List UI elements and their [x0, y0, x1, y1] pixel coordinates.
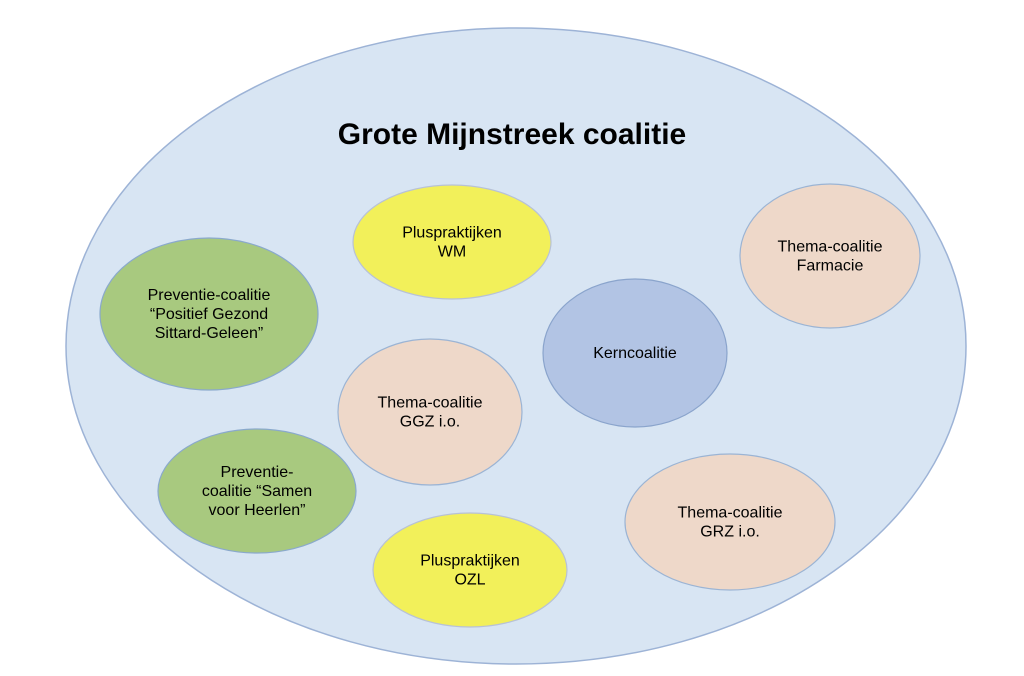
bubble-label-thema-ggz-line-0: Thema-coalitie: [378, 395, 483, 412]
bubble-ellipse-kerncoalitie: [542, 278, 728, 428]
bubble-ellipse-pluspraktijken-ozl: [372, 512, 568, 628]
bubble-label-thema-farmacie-line-0: Thema-coalitie: [778, 239, 883, 256]
bubble-label-preventie-heerlen-line-1: coalitie “Samen: [202, 483, 312, 500]
bubble-label-preventie-sittard-line-1: “Positief Gezond: [150, 306, 268, 323]
bubble-label-thema-farmacie-line-1: Farmacie: [797, 258, 864, 275]
bubble-label-preventie-heerlen-line-2: voor Heerlen”: [209, 502, 306, 519]
bubble-label-thema-grz-line-0: Thema-coalitie: [678, 505, 783, 522]
bubble-kerncoalitie: Kerncoalitie: [542, 278, 728, 428]
bubble-preventie-sittard: Preventie-coalitie “Positief GezondSittar…: [99, 237, 319, 391]
bubble-label-preventie-sittard-line-0: Preventie-coalitie: [148, 287, 271, 304]
bubble-ellipse-thema-grz: [624, 453, 836, 591]
bubble-label-pluspraktijken-wm-line-0: Pluspraktijken: [402, 225, 502, 242]
bubble-ellipse-pluspraktijken-wm: [352, 184, 552, 300]
bubble-label-kerncoalitie-line-0: Kerncoalitie: [593, 345, 677, 362]
bubble-label-thema-grz-line-1: GRZ i.o.: [700, 524, 760, 541]
bubble-label-pluspraktijken-wm-line-1: WM: [438, 244, 466, 261]
bubble-ellipse-thema-farmacie: [739, 183, 921, 329]
bubble-ellipse-preventie-heerlen: [157, 428, 357, 554]
bubble-label-thema-ggz-line-1: GGZ i.o.: [400, 414, 460, 431]
bubble-ellipse-thema-ggz: [337, 338, 523, 486]
bubble-label-pluspraktijken-ozl-line-0: Pluspraktijken: [420, 553, 520, 570]
bubble-label-preventie-sittard-line-2: Sittard-Geleen”: [155, 325, 264, 342]
bubble-label-pluspraktijken-ozl-line-1: OZL: [454, 572, 485, 589]
bubble-preventie-heerlen: Preventie-coalitie “Samen voor Heerlen”: [157, 428, 357, 554]
diagram-title: Grote Mijnstreek coalitie: [338, 118, 686, 151]
bubble-ellipse-preventie-sittard: [99, 237, 319, 391]
bubble-label-preventie-heerlen-line-0: Preventie-: [221, 464, 294, 481]
